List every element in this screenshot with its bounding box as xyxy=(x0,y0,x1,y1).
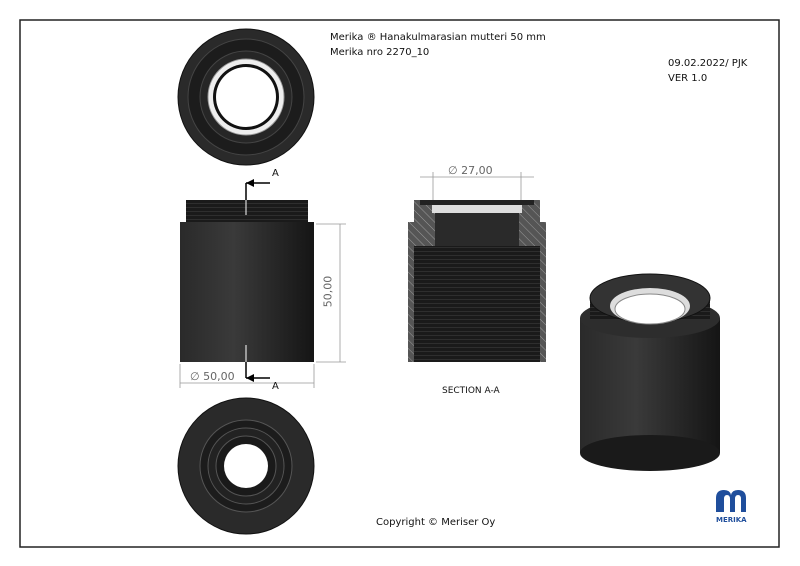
height-dim: 50,00 xyxy=(321,275,335,308)
front-view xyxy=(179,179,346,388)
drawing-title: Merika ® Hanakulmarasian mutteri 50 mm xyxy=(330,32,546,43)
outer-diameter-dim: ∅ 50,00 xyxy=(190,370,235,383)
section-marker-bottom: A xyxy=(272,381,279,392)
top-view xyxy=(177,28,315,166)
copyright: Copyright © Meriser Oy xyxy=(376,517,496,528)
bottom-view xyxy=(177,397,315,535)
date-author: 09.02.2022/ PJK xyxy=(668,58,748,69)
inner-diameter-dim: ∅ 27,00 xyxy=(448,164,493,177)
svg-text:MERIKA: MERIKA xyxy=(716,516,747,524)
version: VER 1.0 xyxy=(668,73,708,84)
part-number: Merika nro 2270_10 xyxy=(330,47,430,58)
section-label: SECTION A-A xyxy=(442,386,500,396)
section-view xyxy=(408,172,546,362)
merika-logo: MERIKA xyxy=(716,490,747,524)
section-marker-top: A xyxy=(272,168,279,179)
sheet-border xyxy=(19,19,780,548)
iso-view xyxy=(580,273,720,471)
